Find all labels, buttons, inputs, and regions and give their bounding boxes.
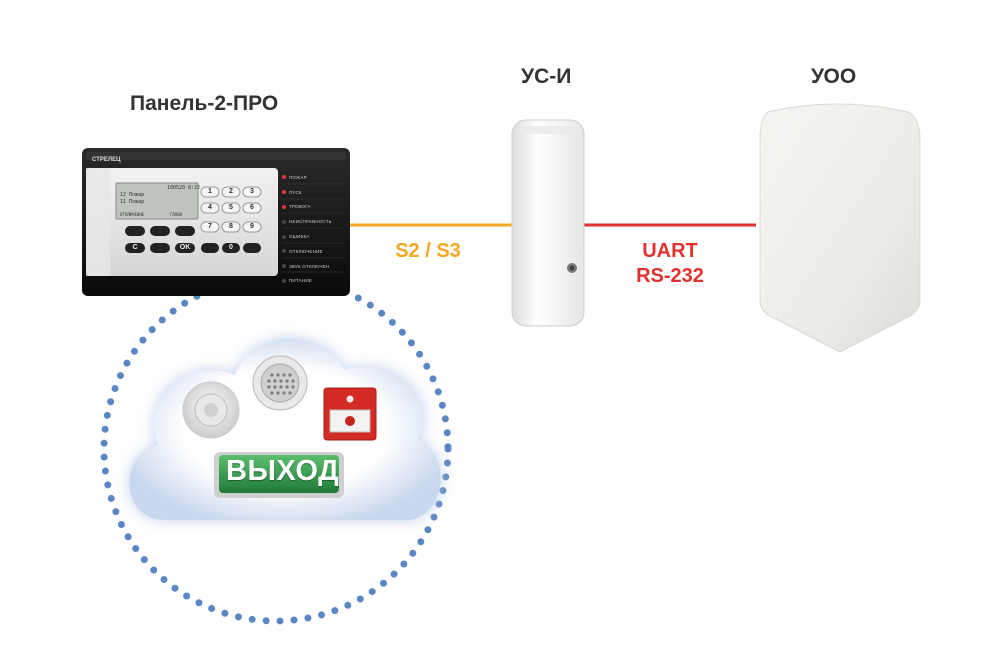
screen-line2: 12 Пожар xyxy=(120,192,145,198)
key-1[interactable]: 1 xyxy=(208,188,212,195)
indicator-row: ОТКЛЮЧЕНИЕ xyxy=(282,244,344,259)
screen-line1-right: 100520 8:22 xyxy=(167,185,201,191)
indicator-row: ПОЖАР xyxy=(282,170,344,185)
indicator-label: НЕИСПРАВНОСТЬ xyxy=(289,219,332,225)
screen-line3: 11 Пожар xyxy=(120,199,145,205)
led-icon xyxy=(282,219,286,224)
panel-device xyxy=(82,148,350,296)
exit-sign-device xyxy=(214,452,344,498)
panel-brand-logo: СТРЕЛЕЦ xyxy=(92,157,121,163)
indicator-label: ОШИБКА xyxy=(289,234,310,240)
indicator-row: ЗВУК ОТКЛЮЧЕН xyxy=(282,259,344,274)
indicator-label: ПУСК xyxy=(289,189,302,195)
key-2[interactable]: 2 xyxy=(229,188,233,195)
key-7[interactable]: 7 xyxy=(208,223,212,230)
key-3[interactable]: 3 xyxy=(250,188,254,195)
panel-screen xyxy=(115,182,199,220)
indicator-label: ПИТАНИЕ xyxy=(289,278,312,284)
led-icon xyxy=(282,204,286,209)
key-9[interactable]: 9 xyxy=(250,223,254,230)
connection-label-rs232: RS-232 xyxy=(636,265,704,287)
panel-keypad xyxy=(125,186,262,253)
key-5[interactable]: 5 xyxy=(229,204,233,211)
led-icon xyxy=(282,278,286,283)
sounder-device xyxy=(182,381,240,439)
panel-indicator-list: ПОЖАР ПУСК ТРЕВОГА НЕИСПРАВНОСТЬ ОШИБКА … xyxy=(282,170,344,288)
screen-soft-left: ОТКЛЮЧЕНИЕ xyxy=(120,212,145,217)
indicator-label: ОТКЛЮЧЕНИЕ xyxy=(289,248,323,254)
led-icon xyxy=(282,234,286,239)
indicator-row: ПУСК xyxy=(282,185,344,200)
indicator-row: ПИТАНИЕ xyxy=(282,274,344,289)
manual-call-point-device xyxy=(323,387,377,441)
key-c[interactable]: C xyxy=(132,244,138,251)
panel-label: Панель-2-ПРО xyxy=(130,92,279,115)
key-ok[interactable]: OK xyxy=(179,244,191,251)
usi-device xyxy=(511,119,585,327)
indicator-label: ТРЕВОГА xyxy=(289,204,311,210)
key-0[interactable]: 0 xyxy=(229,244,233,251)
led-icon xyxy=(282,175,286,180)
indicator-row: ОШИБКА xyxy=(282,229,344,244)
led-icon xyxy=(282,264,286,269)
uoo-device xyxy=(759,103,921,353)
indicator-label: ЗВУК ОТКЛЮЧЕН xyxy=(289,263,330,269)
connection-label-uart: UART xyxy=(642,240,698,262)
usi-label: УС-И xyxy=(521,65,572,88)
key-8[interactable]: 8 xyxy=(229,223,233,230)
key-4[interactable]: 4 xyxy=(208,204,212,211)
led-icon xyxy=(282,249,286,254)
speaker-device xyxy=(252,355,308,411)
key-6[interactable]: 6 xyxy=(250,204,254,211)
connection-label-s2-s3: S2 / S3 xyxy=(395,240,461,262)
led-icon xyxy=(282,190,286,195)
indicator-label: ПОЖАР xyxy=(289,174,307,180)
exit-sign-text: ВЫХОД xyxy=(226,455,340,487)
screen-soft-right: ГЛАВН xyxy=(170,212,183,217)
uoo-label: УОО xyxy=(811,65,857,88)
indicator-row: ТРЕВОГА xyxy=(282,200,344,215)
indicator-row: НЕИСПРАВНОСТЬ xyxy=(282,214,344,229)
